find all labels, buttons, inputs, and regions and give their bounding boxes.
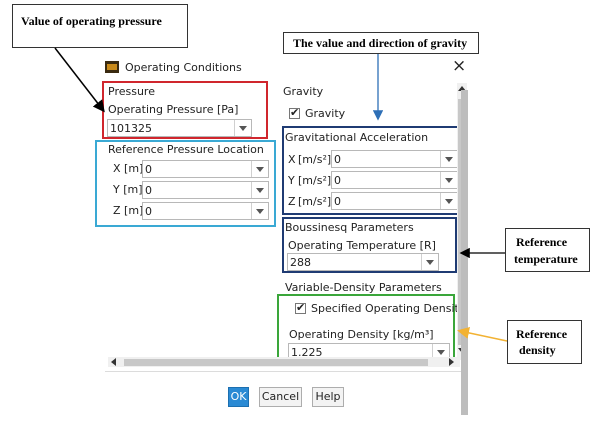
chevron-down-icon[interactable] bbox=[440, 151, 457, 167]
ref-density-arrow bbox=[457, 327, 508, 342]
app-icon bbox=[105, 61, 119, 73]
ref-temperature-callout: Reference temperature bbox=[505, 228, 590, 272]
horizontal-scrollbar-thumb[interactable] bbox=[124, 359, 428, 366]
scroll-up-icon[interactable] bbox=[458, 86, 466, 91]
gravity-z-axis: Z bbox=[288, 195, 296, 208]
ref-y-field[interactable]: 0 bbox=[142, 181, 269, 199]
ref-density-callout-line1: Reference bbox=[516, 327, 568, 341]
operating-pressure-callout: Value of operating pressure bbox=[12, 4, 188, 48]
ref-x-label: X [m] bbox=[113, 162, 144, 175]
ref-density-callout: Reference density bbox=[507, 320, 582, 364]
pressure-heading: Pressure bbox=[108, 85, 155, 98]
ref-z-label: Z [m] bbox=[113, 204, 144, 217]
gravitational-acceleration-heading: Gravitational Acceleration bbox=[285, 131, 429, 144]
gravity-y-field[interactable]: 0 bbox=[331, 171, 458, 189]
ref-z-value: 0 bbox=[145, 205, 152, 218]
ref-density-callout-line2: density bbox=[519, 343, 556, 357]
chevron-down-icon[interactable] bbox=[421, 254, 438, 270]
operating-temperature-value: 288 bbox=[290, 256, 311, 269]
chevron-down-icon[interactable] bbox=[440, 172, 457, 188]
gravity-x-value: 0 bbox=[334, 153, 341, 166]
gravity-y-axis: Y bbox=[288, 174, 295, 187]
cancel-button[interactable]: Cancel bbox=[259, 387, 302, 407]
gravity-y-unit: [m/s²] bbox=[298, 174, 332, 187]
gravity-checkbox-label: Gravity bbox=[305, 107, 346, 120]
operating-pressure-field[interactable]: 101325 bbox=[107, 119, 252, 137]
chevron-down-icon[interactable] bbox=[234, 120, 251, 136]
chevron-down-icon[interactable] bbox=[440, 193, 457, 209]
operating-temperature-field[interactable]: 288 bbox=[287, 253, 439, 271]
boussinesq-highlight-box bbox=[282, 217, 457, 273]
operating-pressure-value: 101325 bbox=[110, 122, 152, 135]
specified-density-label: Specified Operating Density bbox=[311, 302, 466, 315]
gravity-heading: Gravity bbox=[283, 85, 324, 98]
chevron-down-icon[interactable] bbox=[432, 344, 449, 360]
help-button[interactable]: Help bbox=[312, 387, 344, 407]
chevron-down-icon[interactable] bbox=[251, 182, 268, 198]
operating-pressure-arrow bbox=[54, 47, 105, 113]
ref-y-value: 0 bbox=[145, 184, 152, 197]
ok-button[interactable]: OK bbox=[228, 387, 249, 407]
boussinesq-heading: Boussinesq Parameters bbox=[285, 221, 414, 234]
ref-temperature-callout-line2: temperature bbox=[514, 252, 578, 266]
ref-y-label: Y [m] bbox=[113, 183, 143, 196]
specified-density-checkbox[interactable] bbox=[295, 301, 306, 314]
operating-density-value: 1.225 bbox=[291, 346, 323, 359]
ref-location-heading: Reference Pressure Location bbox=[108, 143, 264, 156]
operating-density-label: Operating Density [kg/m³] bbox=[289, 328, 434, 341]
ref-z-field[interactable]: 0 bbox=[142, 202, 269, 220]
gravity-z-unit: [m/s²] bbox=[298, 195, 332, 208]
chevron-down-icon[interactable] bbox=[251, 203, 268, 219]
gravity-x-axis: X bbox=[288, 153, 296, 166]
gravity-z-field[interactable]: 0 bbox=[331, 192, 458, 210]
gravity-callout-text: The value and direction of gravity bbox=[293, 36, 468, 50]
dialog-divider bbox=[105, 371, 463, 372]
scroll-right-icon[interactable] bbox=[449, 358, 454, 366]
gravity-callout: The value and direction of gravity bbox=[283, 32, 479, 54]
close-icon[interactable]: × bbox=[452, 56, 467, 76]
ref-x-value: 0 bbox=[145, 163, 152, 176]
scroll-left-icon[interactable] bbox=[111, 358, 116, 366]
variable-density-heading: Variable-Density Parameters bbox=[285, 281, 442, 294]
ref-temperature-callout-line1: Reference bbox=[516, 235, 568, 249]
operating-pressure-callout-text: Value of operating pressure bbox=[21, 14, 162, 28]
gravity-x-unit: [m/s²] bbox=[298, 153, 332, 166]
ref-x-field[interactable]: 0 bbox=[142, 160, 269, 178]
operating-density-field[interactable]: 1.225 bbox=[288, 343, 450, 361]
dialog-title: Operating Conditions bbox=[125, 61, 242, 74]
gravity-y-value: 0 bbox=[334, 174, 341, 187]
operating-temperature-label: Operating Temperature [R] bbox=[288, 239, 436, 252]
gravity-checkbox[interactable] bbox=[289, 106, 300, 119]
gravity-z-value: 0 bbox=[334, 195, 341, 208]
chevron-down-icon[interactable] bbox=[251, 161, 268, 177]
ref-location-highlight-box bbox=[95, 140, 276, 227]
operating-pressure-label: Operating Pressure [Pa] bbox=[108, 103, 239, 116]
